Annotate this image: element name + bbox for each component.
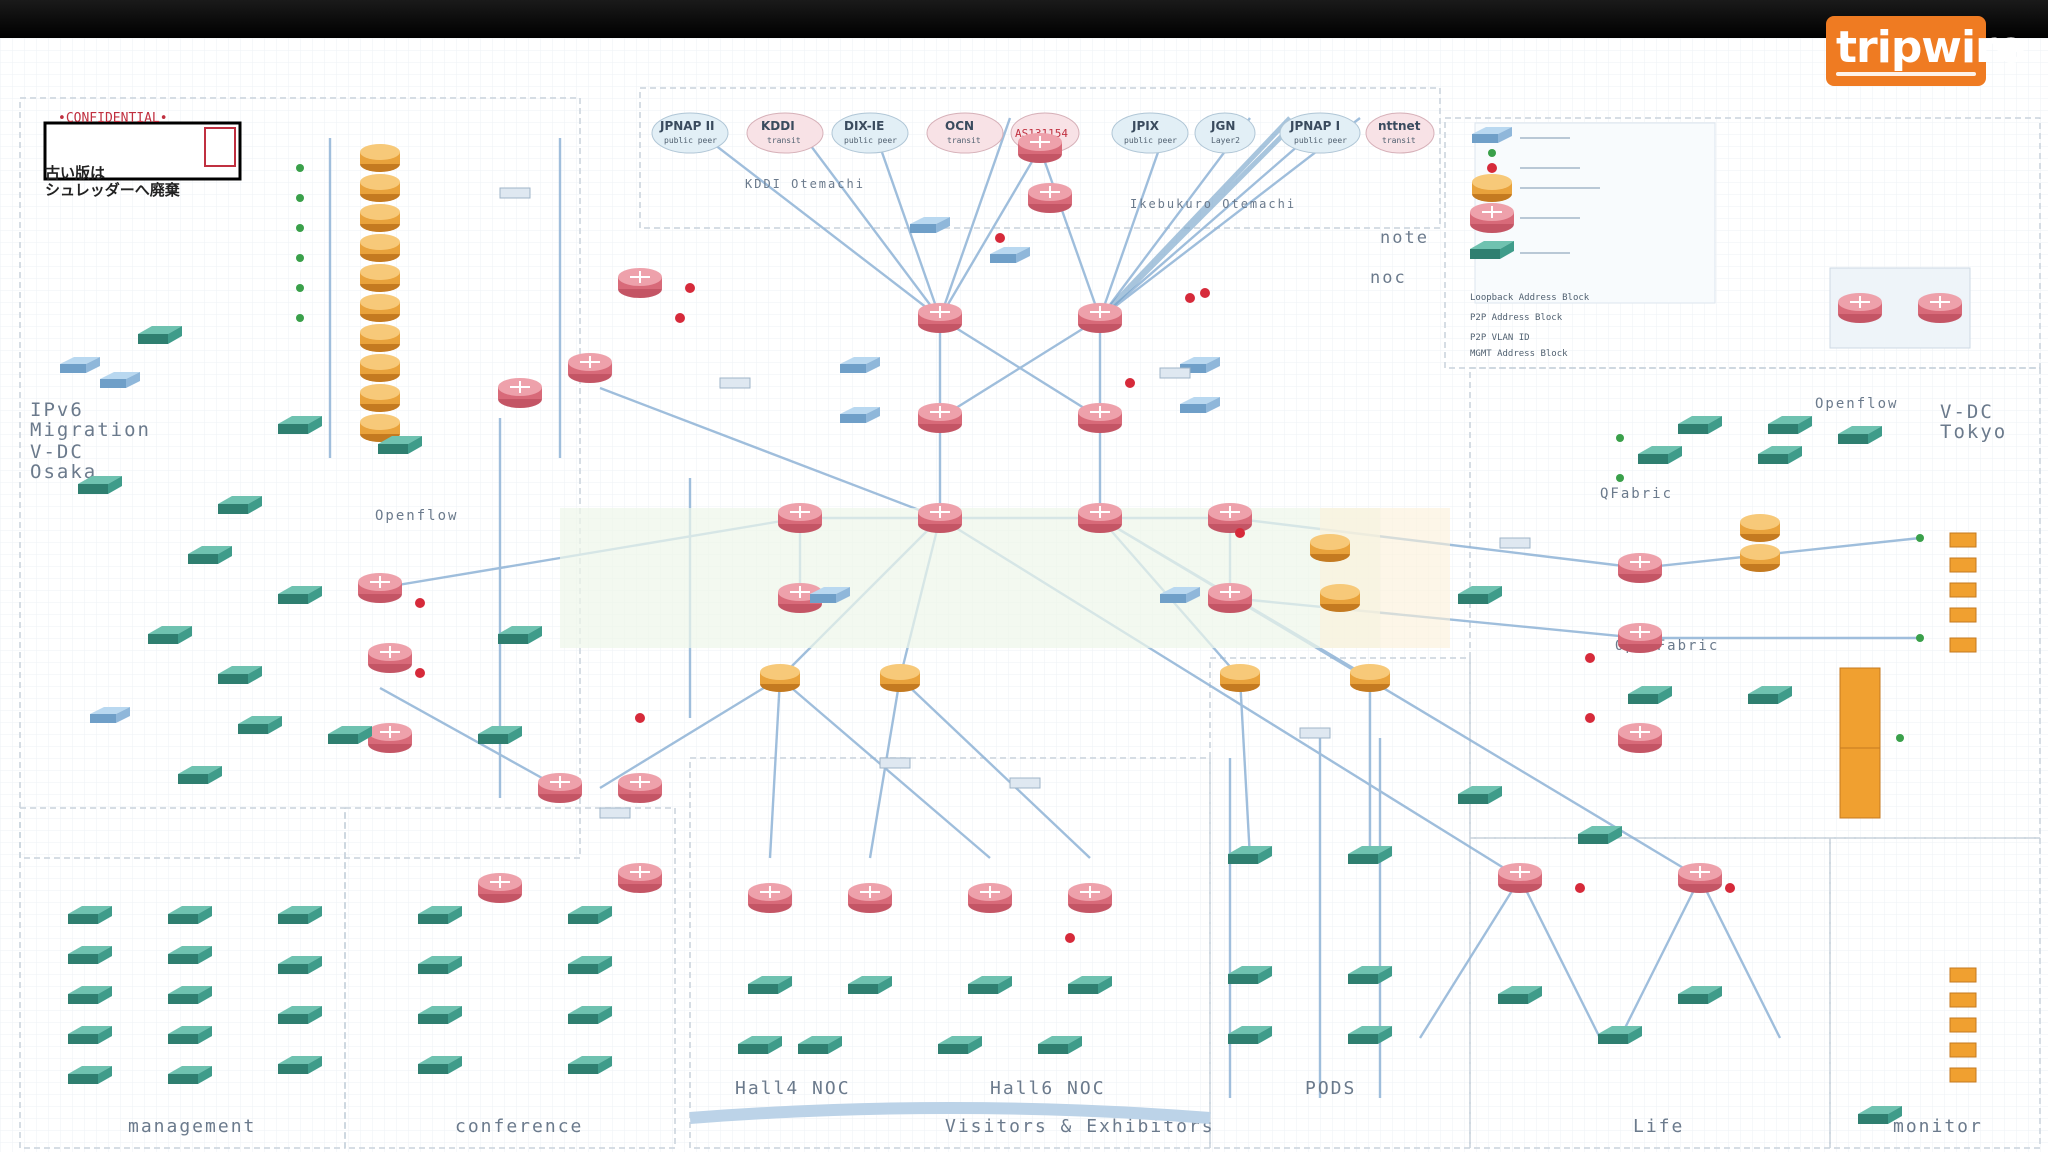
zone-vdc-tokyo-label: V-DC [1940, 401, 1994, 423]
confidential-notice-1: 古い版は [45, 164, 105, 182]
peer-type: public peer [664, 136, 717, 145]
zone-conference-label: conference [455, 1116, 583, 1137]
tripwire-logo: tripwire [1826, 16, 2026, 86]
legend-row: P2P Address Block [1470, 313, 1563, 323]
zone-hall6-label: Hall6 NOC [990, 1078, 1106, 1099]
uplinks-heavy [1098, 116, 1302, 320]
peer-type: transit [767, 136, 801, 145]
zone-hall4-label: Hall4 NOC [735, 1078, 851, 1099]
peer-type: Layer2 [1211, 136, 1240, 145]
logo-text: tripwire [1836, 22, 2026, 73]
zone-openflow-right-label: Openflow [1815, 396, 1898, 412]
confidential-stamp: •CONFIDENTIAL• [58, 111, 168, 126]
peer-name: JPNAP I [1289, 119, 1340, 133]
zone-note-label: note [1380, 228, 1429, 248]
peer-name: JPNAP II [659, 119, 715, 133]
peer-name: DIX-IE [844, 119, 884, 133]
zone-noc-label: noc [1370, 268, 1407, 288]
zone-tokyo-label: Tokyo [1940, 421, 2007, 443]
zone-management-label: management [128, 1116, 256, 1137]
zone-monitor-label: monitor [1893, 1116, 1983, 1137]
peer-type: transit [1382, 136, 1416, 145]
zone-ipv6-label: IPv6 [30, 399, 84, 421]
bottom-band [689, 1102, 1211, 1124]
peer-name: nttnet [1378, 119, 1421, 133]
network-diagram: IPv6 Migration V-DC Osaka V-DC Tokyo not… [0, 38, 2048, 1152]
peer-name: JGN [1210, 119, 1235, 133]
peer-type: transit [947, 136, 981, 145]
zone-osaka-label: Osaka [30, 461, 97, 483]
peer-type: public peer [1294, 136, 1347, 145]
zone-openflow-left-label: Openflow [375, 508, 458, 524]
peer-type: public peer [844, 136, 897, 145]
zone-visitors-label: Visitors & Exhibitors [945, 1116, 1215, 1137]
legend-row: Loopback Address Block [1470, 293, 1590, 303]
zone-boxes [19, 87, 2041, 1149]
peer-name: JPIX [1131, 119, 1160, 133]
zone-pods-label: PODS [1305, 1078, 1356, 1099]
server-racks [360, 144, 1977, 1083]
zone-migration-label: Migration [30, 419, 151, 441]
zone-kddi-otemachi-label: KDDI Otemachi [745, 177, 865, 191]
peer-name: KDDI [761, 119, 795, 133]
logo-swoosh [1836, 72, 1976, 76]
hub-areas [560, 508, 1450, 648]
zone-life-label: Life [1633, 1116, 1684, 1137]
legend-row: MGMT Address Block [1470, 349, 1568, 359]
peer-name: OCN [945, 119, 974, 133]
peer-type: public peer [1124, 136, 1177, 145]
zone-qfabric-label: QFabric [1600, 486, 1673, 502]
legend: Loopback Address Block P2P Address Block… [1469, 122, 1971, 359]
link-annotations [499, 187, 1531, 819]
top-bar [0, 0, 2048, 38]
legend-row: P2P VLAN ID [1470, 333, 1530, 343]
zone-ikebukuro-label: Ikebukuro Otemachi [1130, 197, 1296, 211]
zone-vdc-osaka-label: V-DC [30, 441, 84, 463]
zone-labels: IPv6 Migration V-DC Osaka V-DC Tokyo not… [30, 177, 2007, 1137]
confidential-notice-2: シュレッダーへ廃棄 [45, 181, 181, 199]
confidential-block: •CONFIDENTIAL• 古い版は シュレッダーへ廃棄 [43, 111, 242, 199]
